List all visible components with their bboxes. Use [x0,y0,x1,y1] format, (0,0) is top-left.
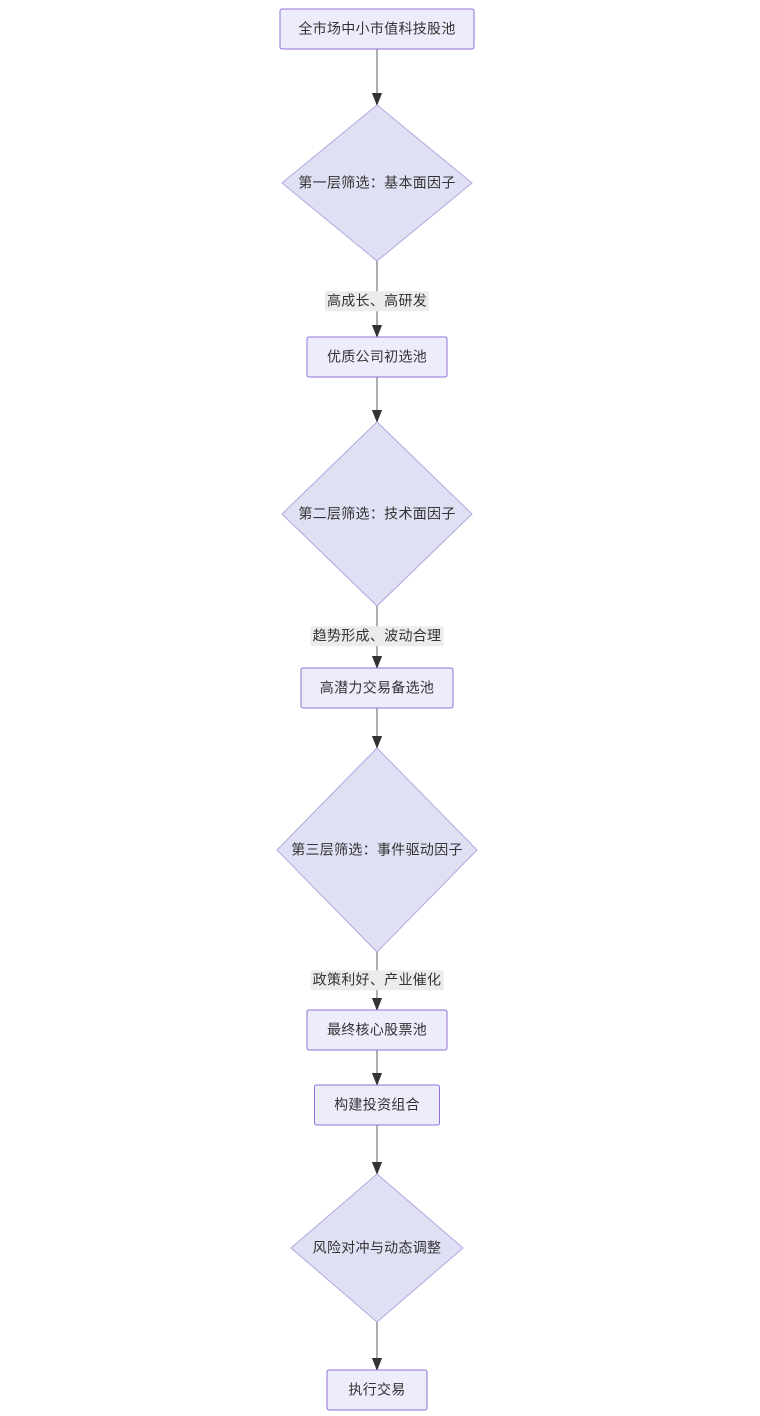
flow-node-n5-shape[interactable] [300,667,454,709]
flow-node-n8-label[interactable]: 构建投资组合 [334,1096,420,1113]
edge-label-n4-n5: 趋势形成、波动合理 [310,626,444,646]
flow-node-n8-shape[interactable] [314,1084,440,1126]
flow-node-n3-shape[interactable] [306,336,448,378]
flow-node-n2-shape[interactable] [281,104,473,262]
flow-node-n6-shape[interactable] [276,747,478,953]
flow-node-n1-shape[interactable] [279,8,475,50]
flow-node-n6-label[interactable]: 第三层筛选：事件驱动因子 [291,841,463,858]
flow-node-n5-label[interactable]: 高潜力交易备选池 [319,679,435,696]
flow-node-n9-shape[interactable] [290,1173,464,1323]
flow-node-n10-label[interactable]: 执行交易 [348,1381,406,1398]
flow-node-n3-label[interactable]: 优质公司初选池 [326,348,428,365]
flow-node-n7-shape[interactable] [306,1009,448,1051]
node-layer [276,8,478,1411]
flow-node-n2-label[interactable]: 第一层筛选：基本面因子 [298,174,456,191]
flow-node-n10-shape[interactable] [326,1369,428,1411]
flow-node-n7-label[interactable]: 最终核心股票池 [326,1021,428,1038]
edge-label-n6-n7: 政策利好、产业催化 [310,970,444,990]
flow-node-n4-label[interactable]: 第二层筛选：技术面因子 [298,505,456,522]
edge-label-n2-n3: 高成长、高研发 [324,291,430,311]
flow-node-n1-label[interactable]: 全市场中小市值科技股池 [298,20,456,37]
flow-node-n4-shape[interactable] [281,421,473,607]
flow-node-n9-label[interactable]: 风险对冲与动态调整 [312,1239,442,1256]
